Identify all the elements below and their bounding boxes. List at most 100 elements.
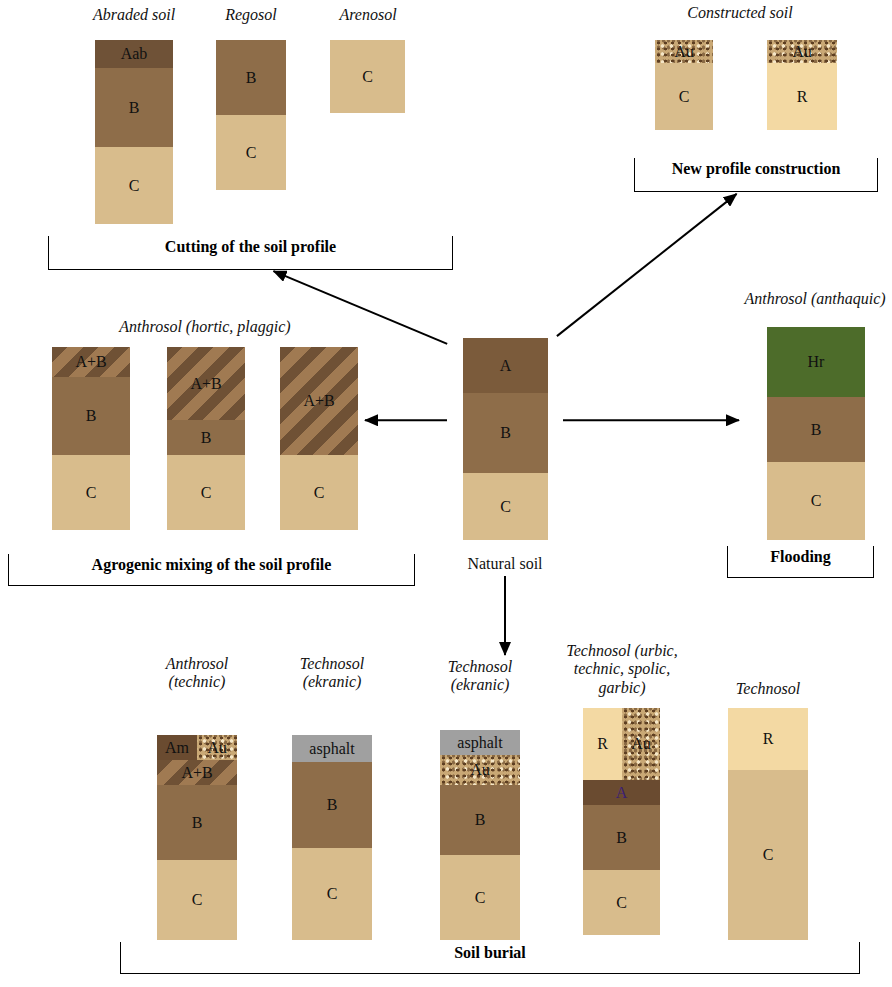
horizon-label: Am	[165, 740, 189, 756]
soil-horizon: asphalt	[292, 735, 372, 762]
soil-horizon: C	[52, 455, 130, 530]
horizon-label: C	[679, 89, 690, 105]
horizon-label: C	[314, 485, 325, 501]
process-arrow	[557, 194, 737, 336]
horizon-label: B	[246, 70, 257, 86]
profile-title: Technosol (ekranic)	[282, 655, 382, 692]
soil-horizon: A	[583, 780, 660, 805]
horizon-label: B	[129, 100, 140, 116]
soil-profile: RegosolB C	[200, 6, 302, 192]
horizon-label: B	[616, 830, 627, 846]
soil-profile: Anthrosol (anthaquic) HrB C	[742, 290, 888, 542]
soil-horizon: A+B	[52, 347, 130, 377]
soil-horizon: B	[440, 785, 520, 855]
soil-horizon: C	[440, 855, 520, 940]
soil-horizon: C	[767, 462, 865, 540]
horizon-label: Aab	[121, 46, 148, 62]
horizon-label: A+B	[181, 765, 212, 781]
horizon-label: C	[763, 847, 774, 863]
profile-title: Anthrosol (anthaquic)	[742, 290, 888, 308]
soil-horizon: A+B	[157, 760, 237, 785]
soil-profile: Technosol (urbic, technic, spolic, garbi…	[560, 642, 684, 937]
soil-horizon: A	[463, 338, 548, 393]
horizon-label: Au	[674, 44, 694, 60]
group-bracket: Agrogenic mixing of the soil profile	[8, 554, 415, 586]
horizon-label: B	[86, 408, 97, 424]
process-arrow	[504, 576, 506, 655]
soil-horizon: B	[583, 805, 660, 870]
soil-horizon: B	[157, 785, 237, 860]
horizon-label: C	[129, 178, 140, 194]
horizon-label: C	[362, 69, 373, 85]
soil-profile: Technosol (ekranic) asphaltAuB C	[430, 658, 530, 942]
soil-horizon: Au	[197, 735, 237, 760]
group-bracket: Soil burial	[120, 942, 860, 974]
horizon-label: C	[616, 895, 627, 911]
soil-horizon: A+B	[280, 347, 358, 455]
group-label: Agrogenic mixing of the soil profile	[9, 554, 414, 574]
group-label: Cutting of the soil profile	[49, 236, 452, 256]
soil-profile: Anthrosol (technic) Am AuA+B B C	[146, 655, 248, 942]
soil-horizon: asphalt	[440, 730, 520, 755]
group-bracket: Flooding	[727, 546, 874, 578]
horizon-label: B	[500, 425, 511, 441]
soil-horizon: R	[583, 708, 622, 780]
soil-horizon: C	[728, 770, 808, 940]
profile-title: Constructed soil	[630, 4, 850, 22]
horizon-label: C	[246, 145, 257, 161]
horizon-label: asphalt	[457, 735, 502, 751]
soil-horizon: C	[280, 455, 358, 530]
soil-horizon: Au	[767, 40, 837, 63]
horizon-label: C	[86, 485, 97, 501]
soil-horizon: B	[767, 397, 865, 462]
profile-title: Technosol	[716, 680, 820, 698]
profile-title: Anthrosol (technic)	[146, 655, 248, 692]
soil-horizon: B	[167, 420, 245, 455]
group-bracket: New profile construction	[634, 158, 878, 192]
profile-title: Anthrosol (hortic, plaggic)	[48, 318, 362, 336]
soil-profile: Abraded soilAabBC	[70, 6, 198, 226]
soil-profile: Constructed soilAuCAuR	[630, 4, 850, 132]
horizon-label: B	[327, 797, 338, 813]
horizon-label: Au	[207, 740, 227, 756]
horizon-label: B	[811, 422, 822, 438]
soil-horizon: Am	[157, 735, 197, 760]
horizon-label: B	[201, 430, 212, 446]
soil-horizon: B	[463, 393, 548, 473]
soil-horizon: B	[292, 762, 372, 848]
soil-horizon: C	[167, 455, 245, 530]
horizon-label: C	[201, 485, 212, 501]
soil-horizon: A+B	[167, 347, 245, 420]
group-label: New profile construction	[635, 158, 877, 178]
soil-horizon: C	[330, 40, 405, 113]
horizon-label: Au	[470, 762, 490, 778]
horizon-label: B	[192, 815, 203, 831]
horizon-label: A	[500, 358, 512, 374]
horizon-label: B	[475, 812, 486, 828]
horizon-label: C	[192, 892, 203, 908]
soil-horizon: Aab	[95, 40, 173, 68]
horizon-label: R	[597, 736, 608, 752]
soil-horizon: C	[292, 848, 372, 940]
soil-profile: TechnosolR C	[716, 680, 820, 942]
soil-horizon: Au	[655, 40, 713, 63]
horizon-label: C	[500, 499, 511, 515]
soil-horizon: C	[95, 147, 173, 224]
soil-horizon: C	[583, 870, 660, 935]
group-label: Soil burial	[121, 942, 859, 962]
profile-title: Technosol (ekranic)	[430, 658, 530, 695]
horizon-label: Hr	[808, 354, 825, 370]
horizon-label: A+B	[190, 376, 221, 392]
horizon-label: Au	[631, 736, 651, 752]
horizon-label: C	[811, 493, 822, 509]
horizon-label: C	[475, 890, 486, 906]
soil-horizon: Hr	[767, 327, 865, 397]
soil-horizon: R	[728, 708, 808, 770]
group-bracket: Cutting of the soil profile	[48, 236, 453, 270]
profile-title: Regosol	[200, 6, 302, 24]
process-arrow	[274, 271, 448, 344]
soil-horizon: Au	[622, 708, 660, 780]
soil-horizon: C	[655, 63, 713, 130]
soil-profile: Natural soilABC	[450, 338, 560, 573]
